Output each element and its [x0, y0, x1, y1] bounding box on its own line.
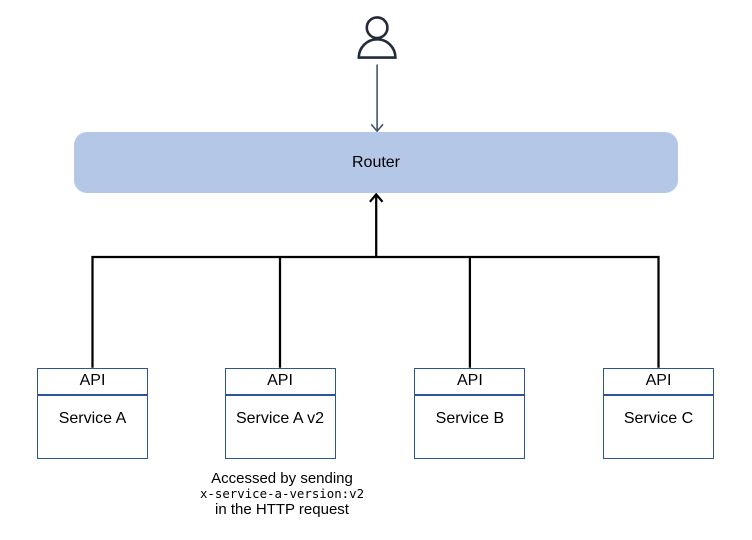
note-line-1: Accessed by sending — [211, 470, 353, 487]
user-to-router-arrow — [370, 64, 384, 133]
service-a-v2-label: Service A v2 — [235, 409, 325, 427]
service-a-v2-api-header: API — [225, 369, 335, 397]
service-a-node: API Service A — [37, 367, 148, 460]
service-b-label: Service B — [435, 409, 505, 427]
service-a-label: Service A — [58, 409, 127, 427]
service-b-node: API Service B — [414, 367, 526, 460]
router-node: Router — [74, 132, 678, 193]
services-to-router-arrow — [369, 192, 384, 257]
service-b-api-header: API — [415, 369, 525, 397]
service-c-api-header: API — [604, 369, 713, 397]
service-a-v2-node: API Service A v2 — [224, 367, 336, 460]
note-header-code: x-service-a-version:v2 — [199, 486, 365, 501]
note-line-3: in the HTTP request — [215, 500, 349, 518]
service-tree-lines — [91, 255, 660, 368]
user-icon — [357, 16, 397, 59]
version-header-note: Accessed by sending x-service-a-version:… — [162, 471, 402, 518]
service-c-node: API Service C — [603, 367, 714, 460]
service-c-label: Service C — [623, 409, 694, 427]
service-a-api-header: API — [38, 369, 147, 397]
router-label: Router — [351, 153, 401, 171]
